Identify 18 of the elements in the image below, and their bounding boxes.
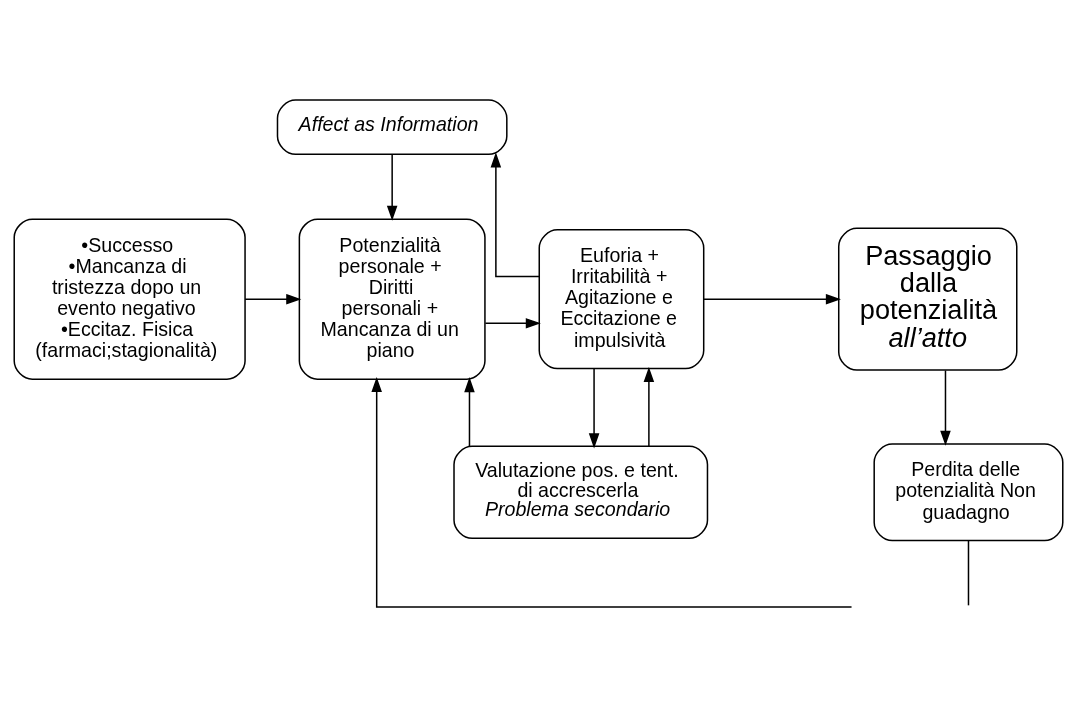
node-box: Perdita delle potenzialità Non guadagno: [873, 442, 1064, 541]
arrow: [490, 151, 540, 277]
node-box: Euforia + Irritabilità + Agitazione e Eccitazione e impulsività: [538, 228, 705, 369]
arrow: [588, 367, 600, 448]
node-box: •Successo •Mancanza di tristezza dopo un evento negativo •Eccitaz. Fisica (farmaci;stagionalità): [13, 217, 246, 380]
arrow: [371, 376, 853, 608]
connector: [967, 539, 970, 606]
arrow: [703, 293, 841, 304]
node-box: Valutazione pos. e tent. di accrescerla Problema secondario: [453, 445, 709, 539]
arrow: [484, 317, 541, 329]
node-box: Affect as Information: [276, 98, 508, 155]
arrow: [940, 369, 951, 446]
arrow: [464, 376, 475, 447]
arrow: [244, 293, 302, 304]
arrow: [643, 366, 655, 447]
arrow: [386, 153, 398, 221]
node-box: Passaggio dalla potenzialità all’atto: [838, 227, 1018, 371]
node-box: Potenzialità personale + Diritti personali + Mancanza di un piano: [298, 217, 486, 380]
